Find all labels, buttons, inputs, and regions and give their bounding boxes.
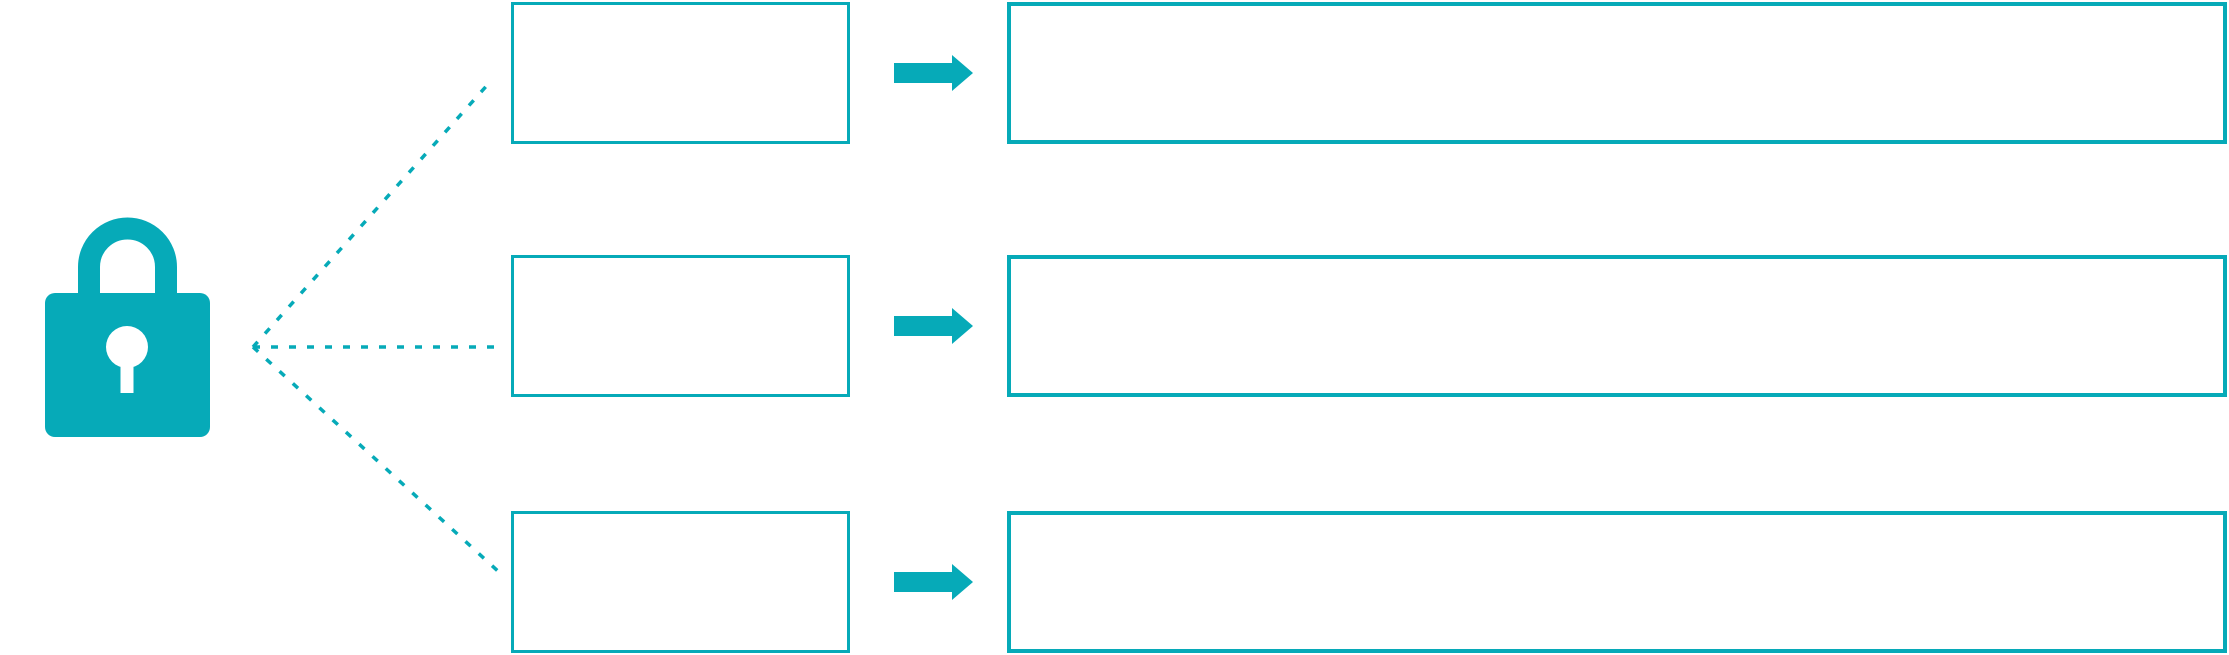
arrow-right-icon bbox=[894, 55, 973, 91]
source-box-2 bbox=[511, 255, 850, 397]
target-box-3 bbox=[1007, 511, 2227, 653]
target-box-1 bbox=[1007, 2, 2227, 144]
arrow-right-icon bbox=[894, 564, 973, 600]
arrow-right-icon bbox=[894, 308, 973, 344]
lock-keyhole-circle bbox=[106, 326, 148, 368]
source-box-3 bbox=[511, 511, 850, 653]
lock-icon bbox=[45, 217, 210, 437]
lock-shackle bbox=[78, 217, 177, 305]
source-box-1 bbox=[511, 2, 850, 144]
target-box-2 bbox=[1007, 255, 2227, 397]
connector-line-bottom bbox=[251, 345, 502, 575]
lock-keyhole-stem bbox=[120, 350, 134, 393]
connector-line-top bbox=[251, 80, 492, 349]
